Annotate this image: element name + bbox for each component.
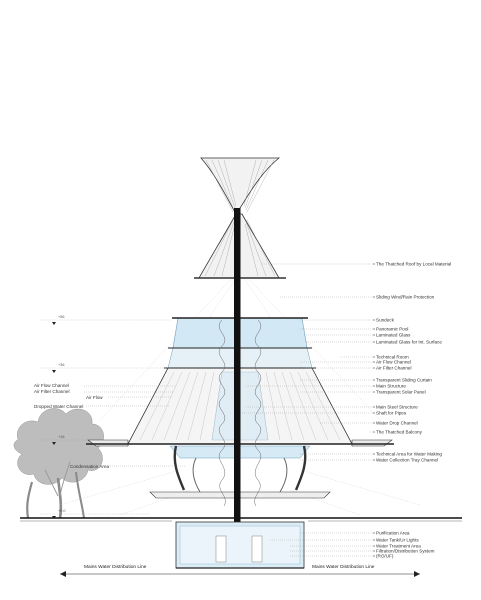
right-label: Air Filter Channel: [376, 366, 412, 371]
left-label-dropped-water-channel: Dropped Water Channel: [34, 404, 83, 409]
right-label: Main Structure: [376, 384, 406, 389]
level-marker-0: +0.0: [58, 509, 66, 513]
right-label: Water Tank/Ur Lights: [376, 538, 419, 543]
right-leaders: [242, 263, 375, 557]
level-marker-16: +16: [58, 435, 64, 439]
right-label: Sundeck: [376, 318, 395, 323]
leader-dot: [373, 391, 375, 393]
mains-distribution-line: [60, 571, 420, 577]
left-label-air-filter-channel: Air Filter Channel: [34, 389, 70, 394]
leader-dot: [373, 459, 375, 461]
leader-dot: [373, 422, 375, 424]
right-label: Water Drop Channel: [376, 421, 418, 426]
leader-dot: [373, 532, 375, 534]
leader-dot: [373, 361, 375, 363]
right-label: Air Flow Channel: [376, 360, 411, 365]
level-marker-36: +36: [58, 363, 64, 367]
right-label: Main Steel Structure: [376, 405, 418, 410]
mains-line-left-label: Mains Water Distribution Line: [84, 564, 147, 570]
right-label: Panoramic Pool: [376, 327, 408, 332]
leader-dot: [373, 385, 375, 387]
right-label: (RO/UF): [376, 554, 394, 559]
underground-tank: [175, 521, 305, 569]
left-label-air-flow: Air Flow: [86, 395, 103, 400]
leader-dot: [373, 296, 375, 298]
right-label: Filtration/Distribution System: [376, 549, 435, 554]
leader-dot: [373, 341, 375, 343]
mains-line-right-label: Mains Water Distribution Line: [312, 564, 375, 570]
level-markers: [40, 319, 172, 519]
leader-dot: [373, 555, 375, 557]
right-label: Shaft for Pipes: [376, 411, 407, 416]
right-label: Technical Room: [376, 355, 409, 360]
right-label: Sliding Wind/Rain Protection: [376, 295, 435, 300]
leader-dot: [373, 412, 375, 414]
right-label: The Thatched Balcony: [376, 430, 423, 435]
leader-dot: [373, 550, 375, 552]
left-leaders: [84, 385, 186, 467]
right-label: Laminated Glass for Int. Surface: [376, 340, 442, 345]
leader-dot: [373, 453, 375, 455]
right-label: Purification Area: [376, 531, 410, 536]
right-label: Laminated Glass: [376, 333, 411, 338]
right-label: Technical Area for Water Making: [376, 452, 442, 457]
right-label: Transparent Solar Panel: [376, 390, 426, 395]
left-label-air-flow-channel: Air Flow Channel: [34, 383, 69, 388]
leader-dot: [373, 328, 375, 330]
right-label: Water Collection Tray Channel: [376, 458, 438, 463]
central-shaft: [234, 208, 241, 540]
leader-dot: [373, 406, 375, 408]
right-label: The Thatched Roof by Local Material: [376, 262, 451, 267]
level-marker-56: +56: [58, 315, 64, 319]
left-label-condensation-area: Condensation Area: [70, 464, 110, 469]
leader-dot: [373, 539, 375, 541]
leader-dot: [373, 367, 375, 369]
right-label: Water Treatment Area: [376, 544, 421, 549]
spiral-staircase: [218, 319, 262, 507]
leader-dot: [373, 356, 375, 358]
right-label: Transparent Sliding Curtain: [376, 378, 432, 383]
leader-dot: [373, 334, 375, 336]
leader-dot: [373, 319, 375, 321]
leader-dot: [373, 379, 375, 381]
tree-illustration: [13, 408, 104, 519]
leader-dot: [373, 263, 375, 265]
leader-dot: [373, 545, 375, 547]
leader-dot: [373, 431, 375, 433]
